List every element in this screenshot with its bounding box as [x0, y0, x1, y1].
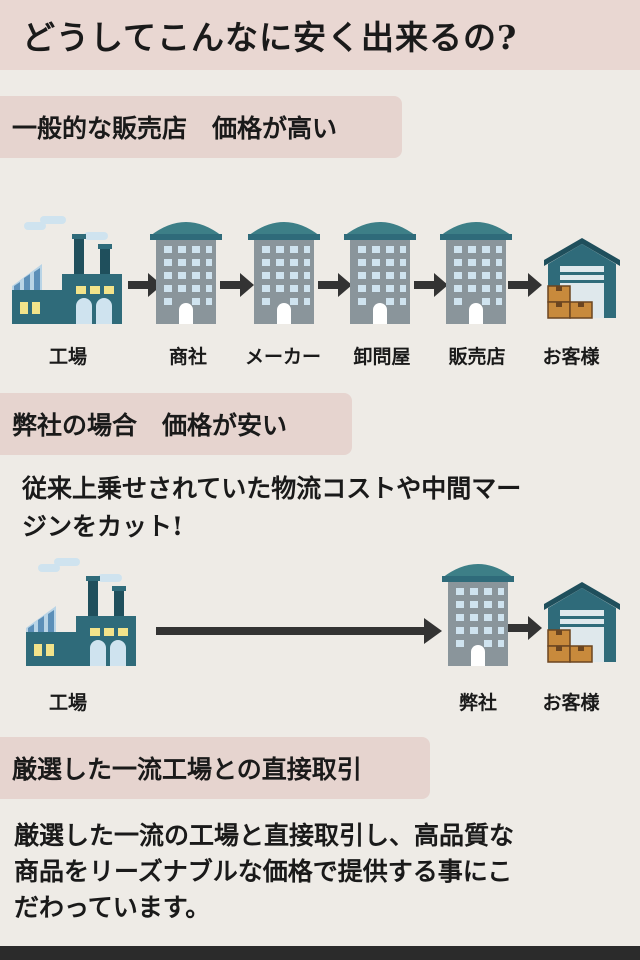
flow-label-customer: お客様 — [542, 692, 600, 714]
factory-icon — [12, 216, 122, 324]
direct-trade-body: 厳選した一流の工場と直接取引し、高品質な 商品をリーズナブルな価格で提供する事に… — [14, 818, 629, 926]
flow-label-manufacturer: メーカー — [244, 346, 322, 368]
direct-trade-body-line: 厳選した一流の工場と直接取引し、高品質な — [14, 821, 515, 850]
heading-direct-trade: 厳選した一流工場との直接取引 — [0, 737, 430, 799]
direct-trade-body-line: 商品をリーズナブルな価格で提供する事にこ — [14, 857, 513, 886]
factory-icon — [26, 558, 136, 666]
building-icon — [248, 222, 320, 324]
long-arrow-icon — [156, 618, 442, 644]
building-icon — [440, 222, 512, 324]
flow-label-customer: お客様 — [542, 346, 600, 368]
cost-cut-note-line: 従来上乗せされていた物流コストや中間マー — [22, 474, 522, 503]
warehouse-icon — [544, 581, 620, 663]
flow-label-our-company: 弊社 — [458, 692, 498, 714]
cost-cut-note: 従来上乗せされていた物流コストや中間マー ジンをカット! — [22, 470, 622, 546]
heading-general-retailer: 一般的な販売店 価格が高い — [0, 96, 402, 158]
building-icon — [442, 564, 514, 666]
flow-label-trading-company: 商社 — [168, 346, 208, 368]
heading-our-company: 弊社の場合 価格が安い — [0, 393, 352, 455]
flow-label-wholesaler: 卸問屋 — [353, 346, 411, 368]
direct-trade-body-line: だわっています。 — [14, 893, 211, 922]
flow-label-retailer: 販売店 — [448, 346, 506, 368]
arrow-icon — [508, 273, 542, 297]
flow-label-factory: 工場 — [48, 346, 88, 368]
flow-label-factory: 工場 — [48, 692, 88, 714]
bottom-bar — [0, 946, 640, 960]
arrow-icon — [508, 616, 542, 640]
warehouse-icon — [544, 237, 620, 319]
building-icon — [150, 222, 222, 324]
cost-cut-note-line: ジンをカット! — [22, 512, 183, 541]
building-icon — [344, 222, 416, 324]
page-title: どうしてこんなに安く出来るの? — [0, 0, 640, 70]
